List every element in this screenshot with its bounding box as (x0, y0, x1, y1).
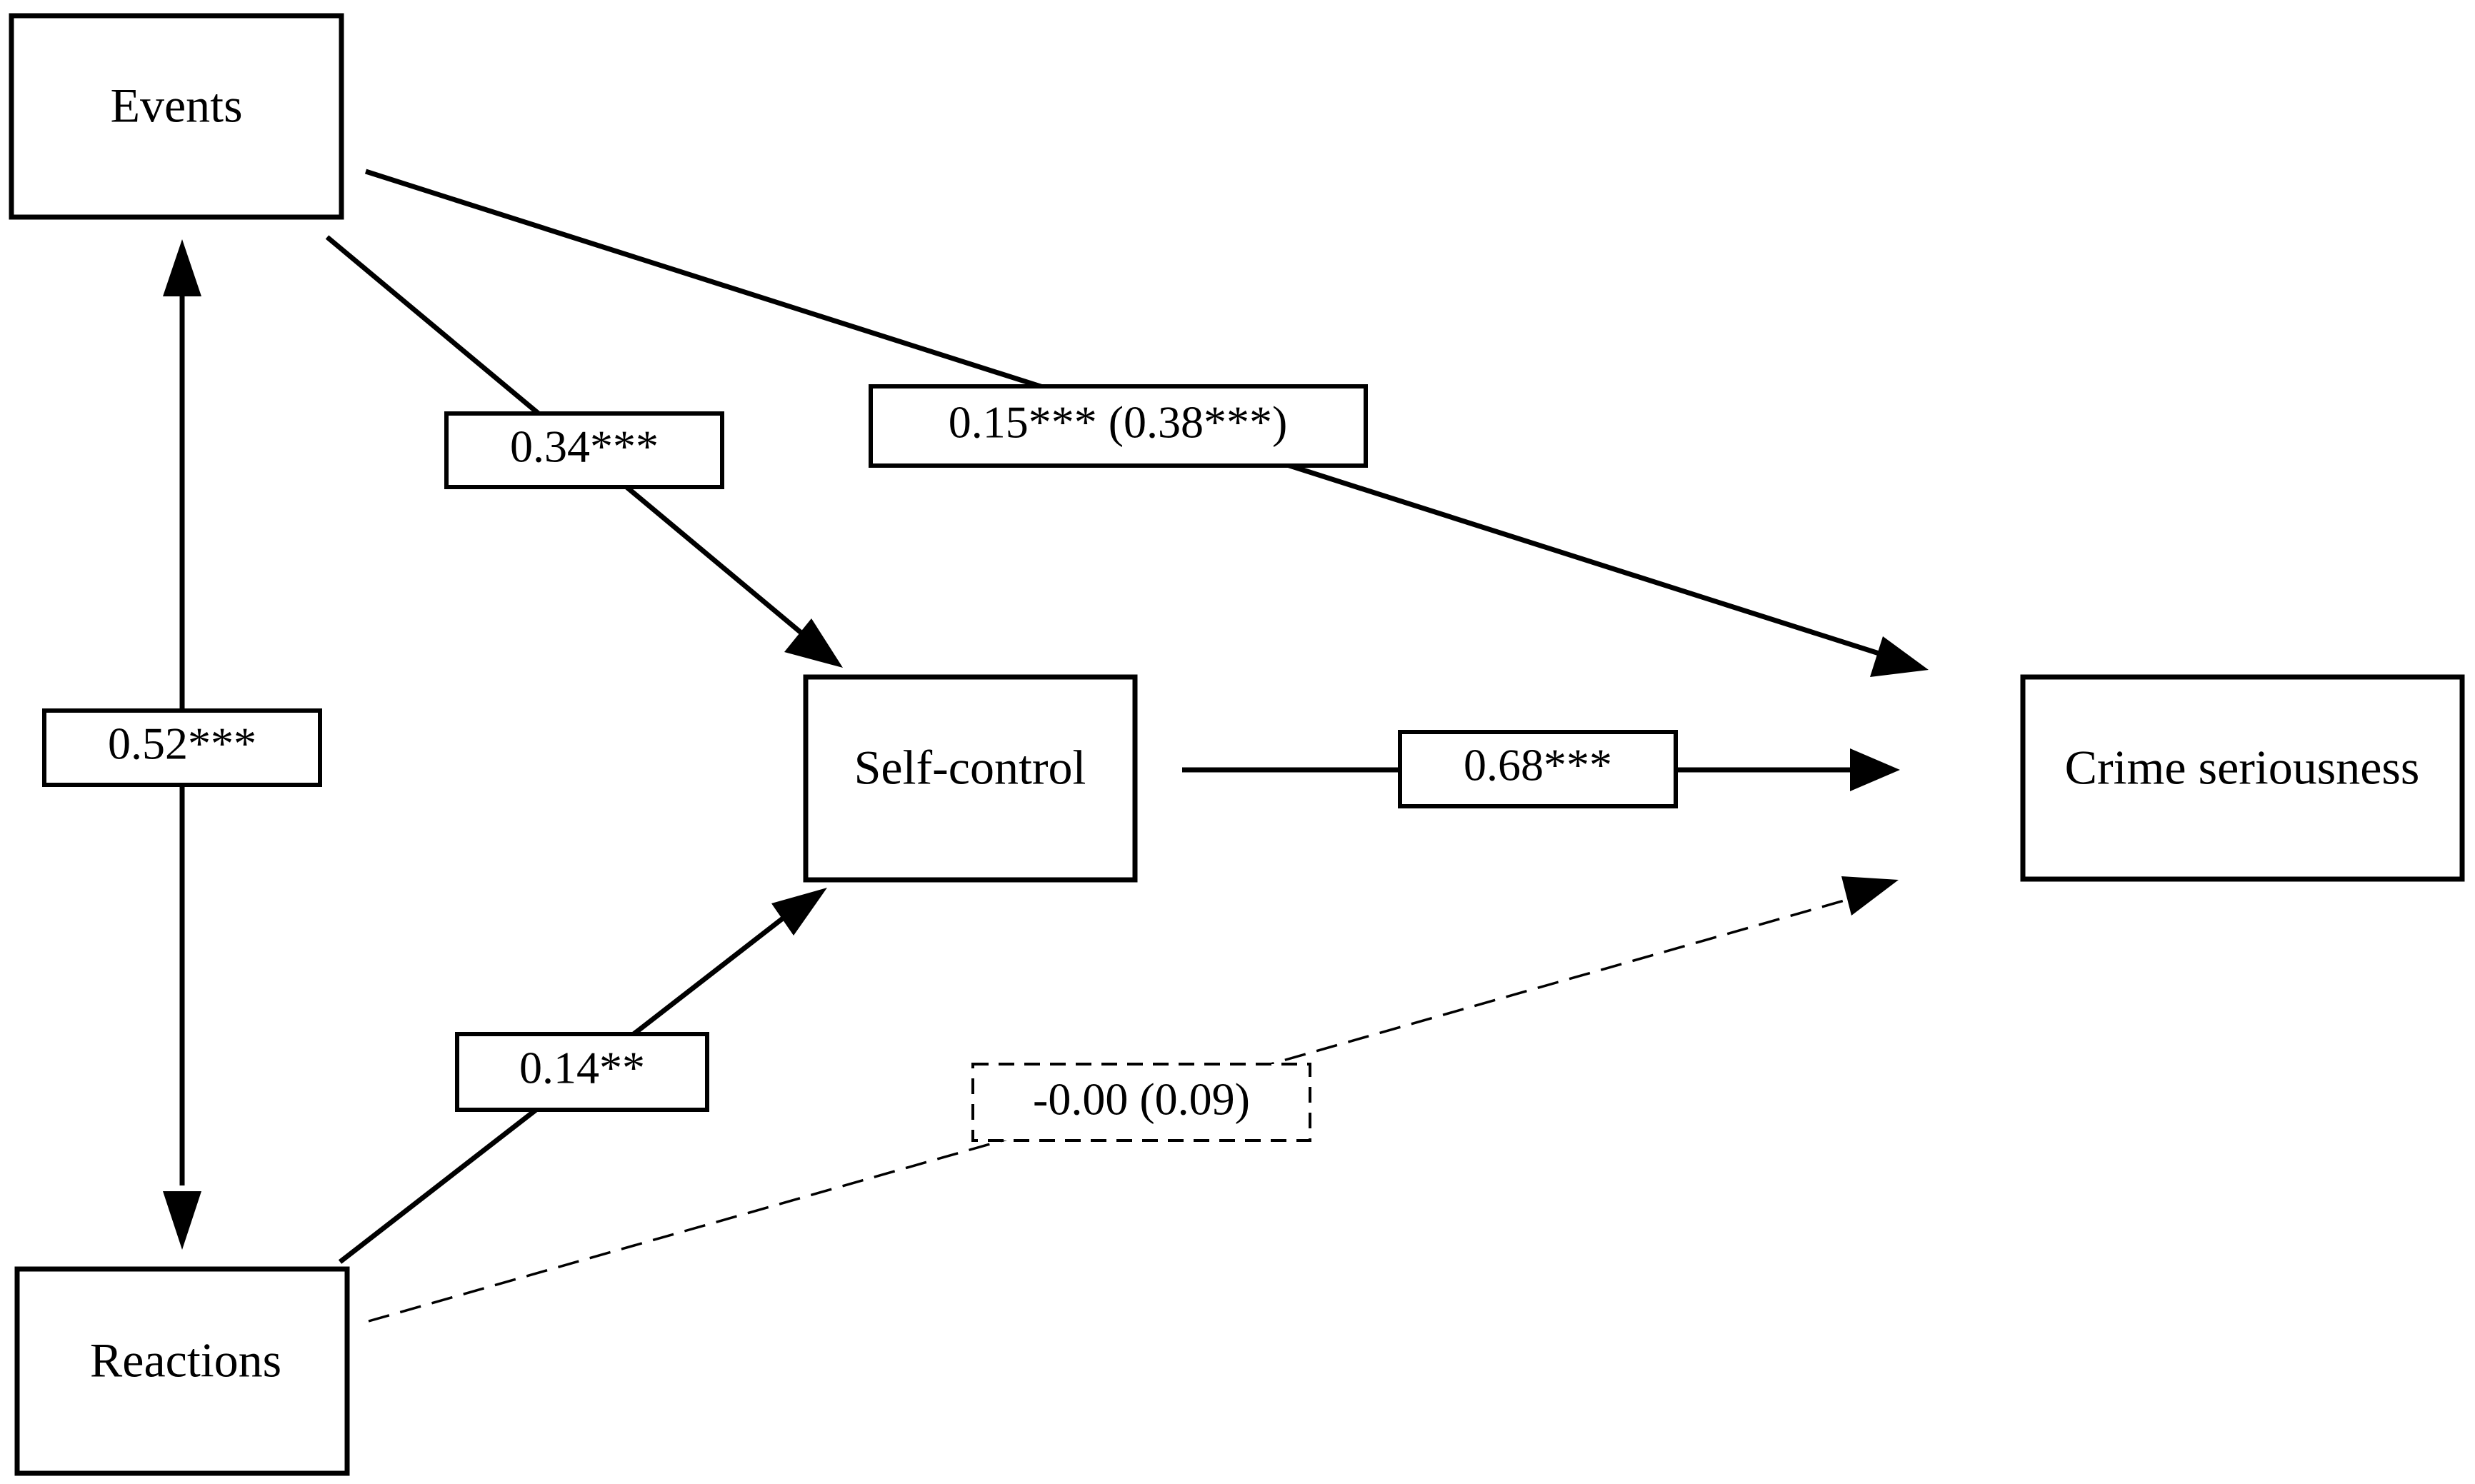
coef-self-control-crime-text: 0.68*** (1464, 740, 1612, 791)
arrowhead-events-crime (1870, 636, 1929, 677)
node-crime-seriousness: Crime seriousness (2020, 674, 2465, 882)
arrowhead-events-self-control (784, 618, 843, 668)
coef-reactions-crime-text: -0.00 (0.09) (1033, 1074, 1250, 1125)
node-events: Events (9, 13, 344, 220)
coef-events-crime-text: 0.15*** (0.38***) (949, 397, 1288, 448)
arrowhead-reactions-crime (1841, 876, 1899, 916)
coef-self-control-crime: 0.68*** (1398, 730, 1678, 808)
coef-reactions-crime: -0.00 (0.09) (971, 1063, 1311, 1142)
arrowhead-reactions-self-control (771, 888, 827, 936)
coef-events-self-control: 0.34*** (444, 411, 724, 489)
node-reactions-label: Reactions (90, 1333, 281, 1388)
arrowhead-up (163, 239, 201, 296)
node-events-label: Events (110, 79, 242, 133)
coef-reactions-self-control-text: 0.14** (519, 1043, 645, 1093)
node-self-control: Self-control (803, 674, 1138, 883)
edge-reactions-crime (368, 876, 1899, 1323)
coef-events-crime: 0.15*** (0.38***) (869, 384, 1368, 468)
coef-events-reactions-text: 0.52*** (108, 718, 256, 769)
node-crime-seriousness-label: Crime seriousness (2065, 741, 2420, 795)
node-reactions: Reactions (14, 1266, 350, 1476)
arrowhead-self-control-crime (1850, 748, 1900, 791)
coef-events-self-control-text: 0.34*** (510, 421, 659, 472)
coef-reactions-self-control: 0.14** (455, 1032, 709, 1112)
coef-events-reactions: 0.52*** (42, 708, 322, 787)
node-self-control-label: Self-control (854, 741, 1086, 795)
arrowhead-down (163, 1191, 201, 1250)
